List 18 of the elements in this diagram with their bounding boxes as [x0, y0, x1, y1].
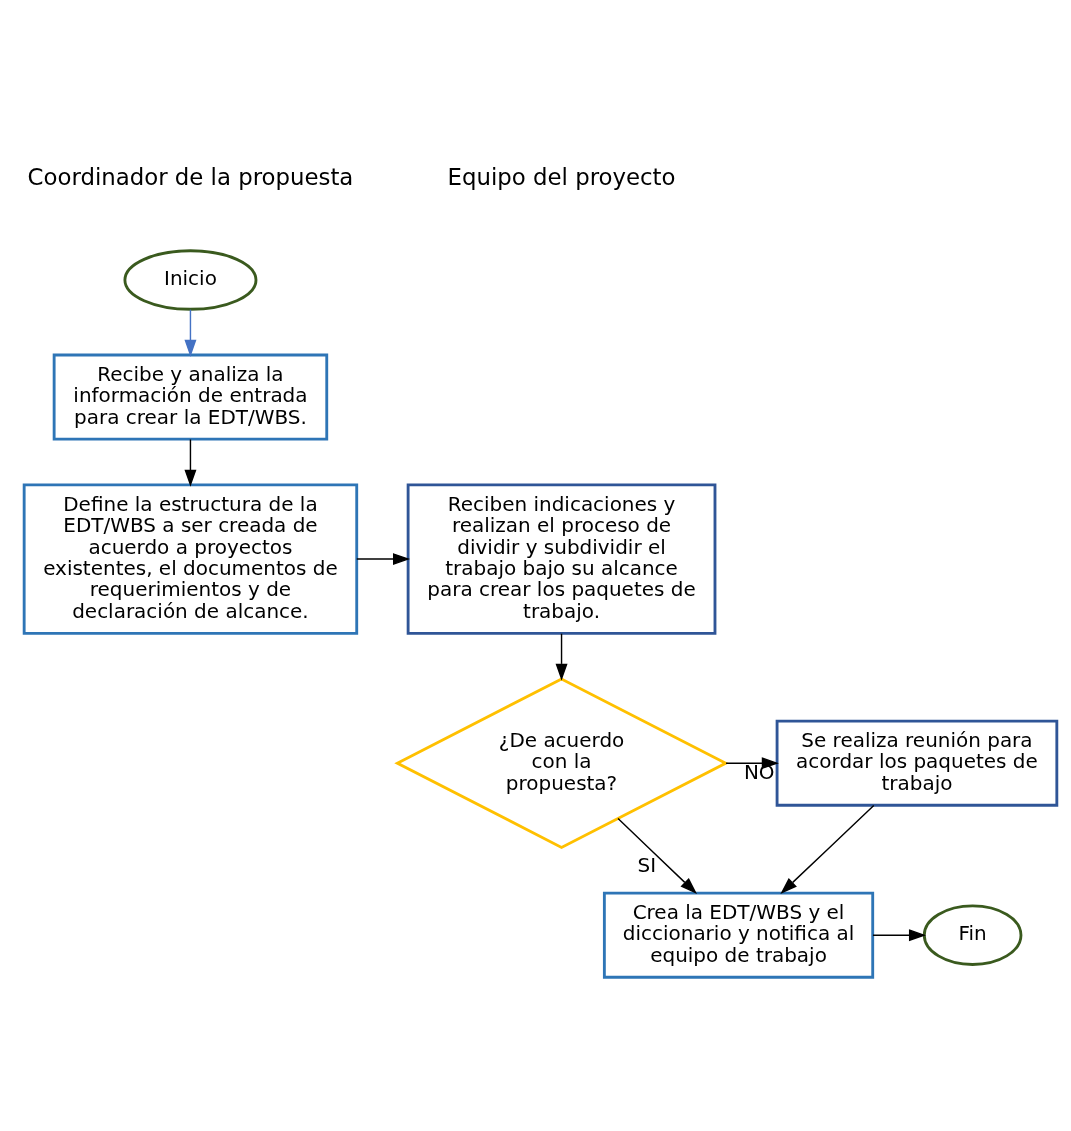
- arrow: [555, 633, 568, 681]
- arrow: [617, 817, 698, 895]
- node-box: Crea la EDT/WBS y el diccionario y notifica al equipo de trabajo: [602, 891, 875, 979]
- node-box: Define la estructura de la EDT/WBS a ser creada de acuerdo a proyectos existentes, el documentos de requerimientos y de declaración de alcance.: [22, 483, 359, 635]
- node-box: Recibe y analiza la información de entrada para crear la EDT/WBS.: [52, 353, 329, 441]
- arrow: [184, 438, 197, 487]
- arrow: [356, 553, 411, 566]
- arrow: [184, 308, 197, 357]
- node-diamond: ¿De acuerdo con la propuesta?: [394, 677, 729, 849]
- node-ellipse: Fin: [922, 904, 1023, 966]
- label: Coordinador de la propuesta: [27, 163, 354, 190]
- label: Equipo del proyecto: [447, 163, 676, 190]
- edge-label: SI: [637, 852, 657, 877]
- node-ellipse: Inicio: [123, 249, 258, 311]
- arrow: [872, 929, 927, 942]
- node-box: Se realiza reunión para acordar los paquetes de trabajo: [775, 719, 1059, 807]
- arrow: [780, 804, 875, 895]
- node-box: Reciben indicaciones y realizan el proceso de dividir y subdividir el trabajo bajo su alcance para crear los paquetes de trabajo.: [406, 483, 717, 635]
